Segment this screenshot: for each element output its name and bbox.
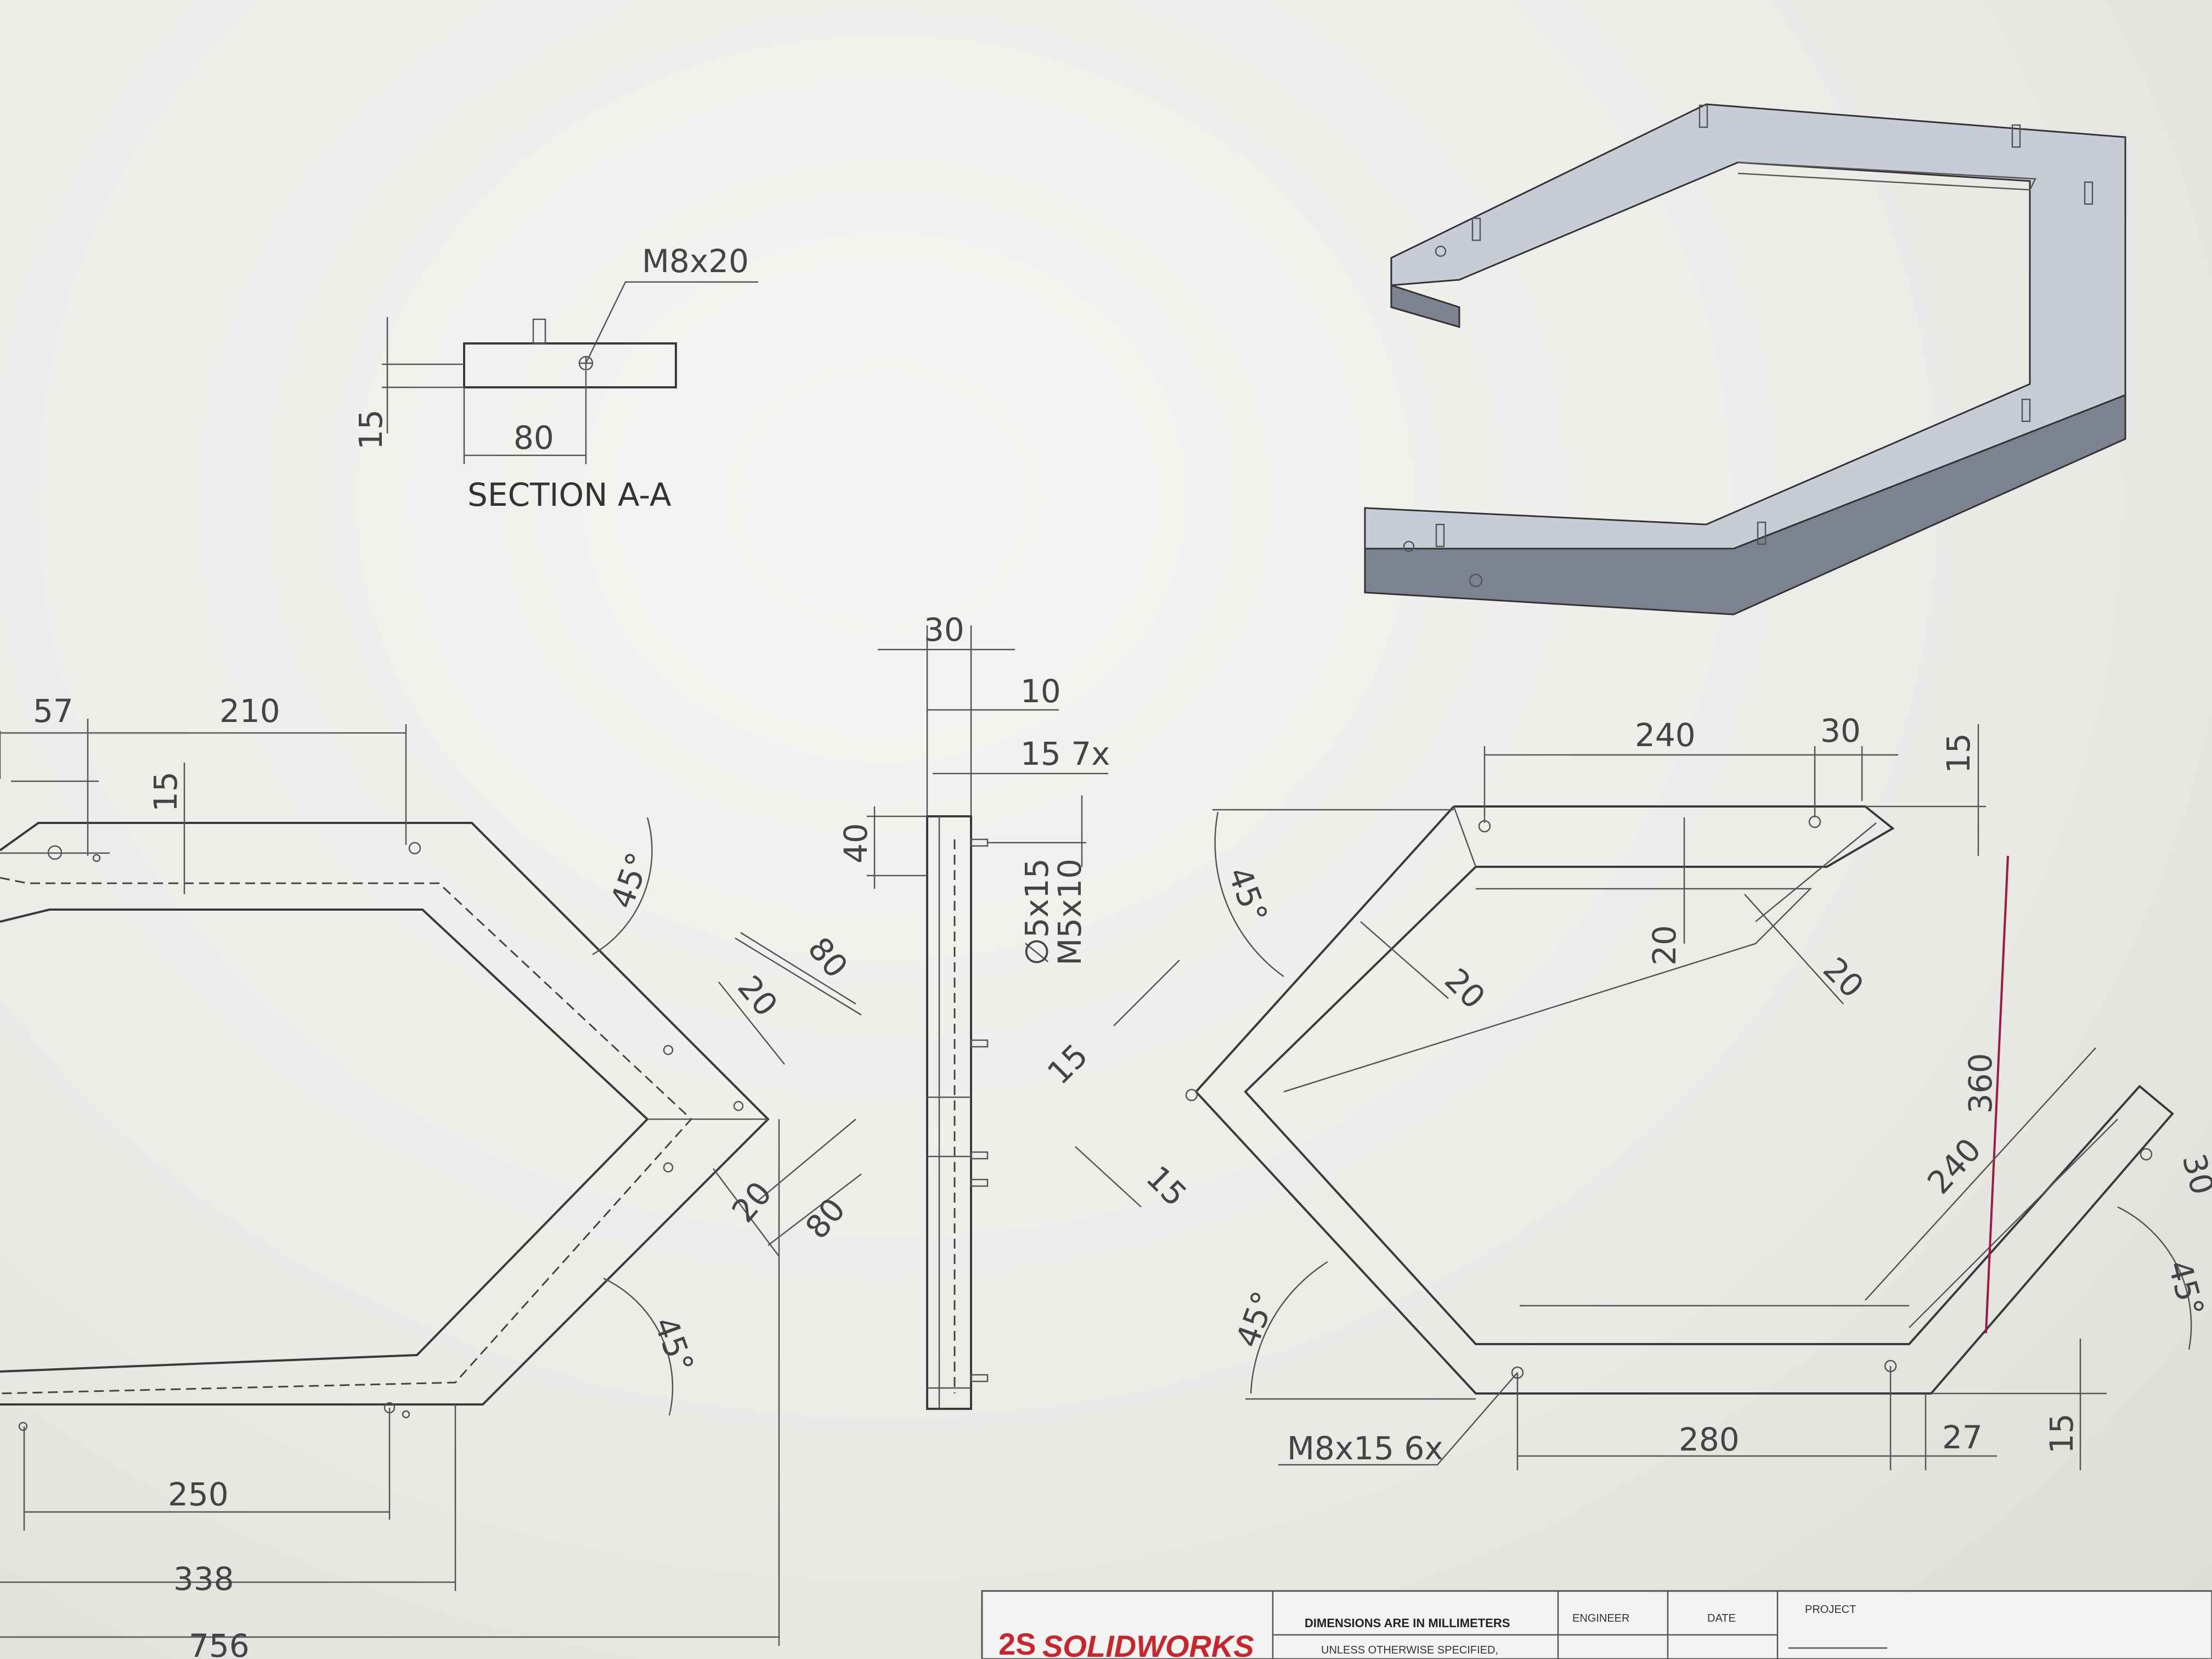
right-dim-20-diag: 20 (1437, 961, 1492, 1016)
left-top-view[interactable]: 57 210 15 45° 80 20 20 80 45° 250 338 75… (0, 692, 862, 1659)
dim-15-left: 15 (147, 771, 184, 812)
side-hole-dia: ∅5x15 (1018, 858, 1056, 966)
dim-80-top: 80 (800, 930, 855, 985)
right-dim-15-bottom: 15 (2043, 1413, 2080, 1454)
section-a-a-view[interactable]: M8x20 15 80 SECTION A-A (352, 242, 758, 514)
logo-text: SOLIDWORKS (1042, 1629, 1254, 1659)
right-dim-15-top: 15 (1940, 733, 1977, 774)
project-label: PROJECT (1805, 1604, 1856, 1616)
right-angle-left-bottom: 45° (1228, 1286, 1283, 1352)
right-dim-27: 27 (1942, 1419, 1983, 1456)
angle-bottom-45: 45° (647, 1312, 701, 1378)
right-angle-left-top: 45° (1221, 862, 1275, 928)
engineer-label: ENGINEER (1572, 1612, 1629, 1624)
dim-338: 338 (173, 1560, 234, 1598)
isometric-view[interactable] (1364, 103, 2126, 616)
title-block: 2S SOLIDWORKS DIMENSIONS ARE IN MILLIMET… (981, 1590, 2212, 1659)
right-dim-280: 280 (1679, 1421, 1740, 1458)
right-dim-20-diag2: 20 (1816, 950, 1871, 1005)
side-view[interactable]: 30 10 15 7x 40 ∅5x15 M5x10 (837, 611, 1110, 1410)
right-callout-m8x15: M8x15 6x (1287, 1430, 1443, 1467)
right-dim-240-top: 240 (1635, 716, 1696, 754)
dim-756: 756 (189, 1627, 250, 1659)
right-top-view[interactable]: 240 30 15 20 20 20 45° 15 15 360 240 45°… (1040, 712, 2212, 1470)
dimensions-note: DIMENSIONS ARE IN MILLIMETERS (1305, 1616, 1510, 1630)
dim-210: 210 (219, 692, 280, 730)
unless-note: UNLESS OTHERWISE SPECIFIED, (1321, 1644, 1498, 1656)
right-dim-15-b: 15 (1139, 1159, 1194, 1214)
section-width-dim: 80 (514, 419, 554, 456)
right-dim-30: 30 (1820, 712, 1861, 749)
dim-250: 250 (168, 1476, 229, 1513)
right-dim-360: 360 (1962, 1053, 1999, 1114)
side-hole-thread: M5x10 (1051, 859, 1088, 966)
side-dim-30: 30 (924, 611, 964, 648)
side-dim-40: 40 (837, 823, 874, 864)
section-title: SECTION A-A (467, 476, 672, 514)
right-dim-20-vert: 20 (1646, 925, 1683, 966)
dim-57: 57 (33, 692, 74, 730)
right-dim-240-diag: 240 (1920, 1131, 1989, 1201)
dim-20-top: 20 (730, 968, 785, 1023)
right-angle-right: 45° (2160, 1256, 2211, 1321)
section-height-dim: 15 (352, 409, 390, 450)
date-label: DATE (1707, 1612, 1736, 1624)
logo-mark: 2S (998, 1627, 1036, 1659)
right-dim-30-right: 30 (2175, 1150, 2212, 1199)
dim-80-bottom: 80 (798, 1191, 853, 1246)
side-dim-15-7x: 15 7x (1020, 735, 1110, 772)
angle-top-45: 45° (603, 848, 657, 913)
right-dim-15-a: 15 (1040, 1037, 1095, 1092)
section-callout-m8x20: M8x20 (642, 242, 749, 280)
side-dim-10: 10 (1020, 673, 1061, 710)
dim-20-bottom: 20 (725, 1175, 780, 1229)
